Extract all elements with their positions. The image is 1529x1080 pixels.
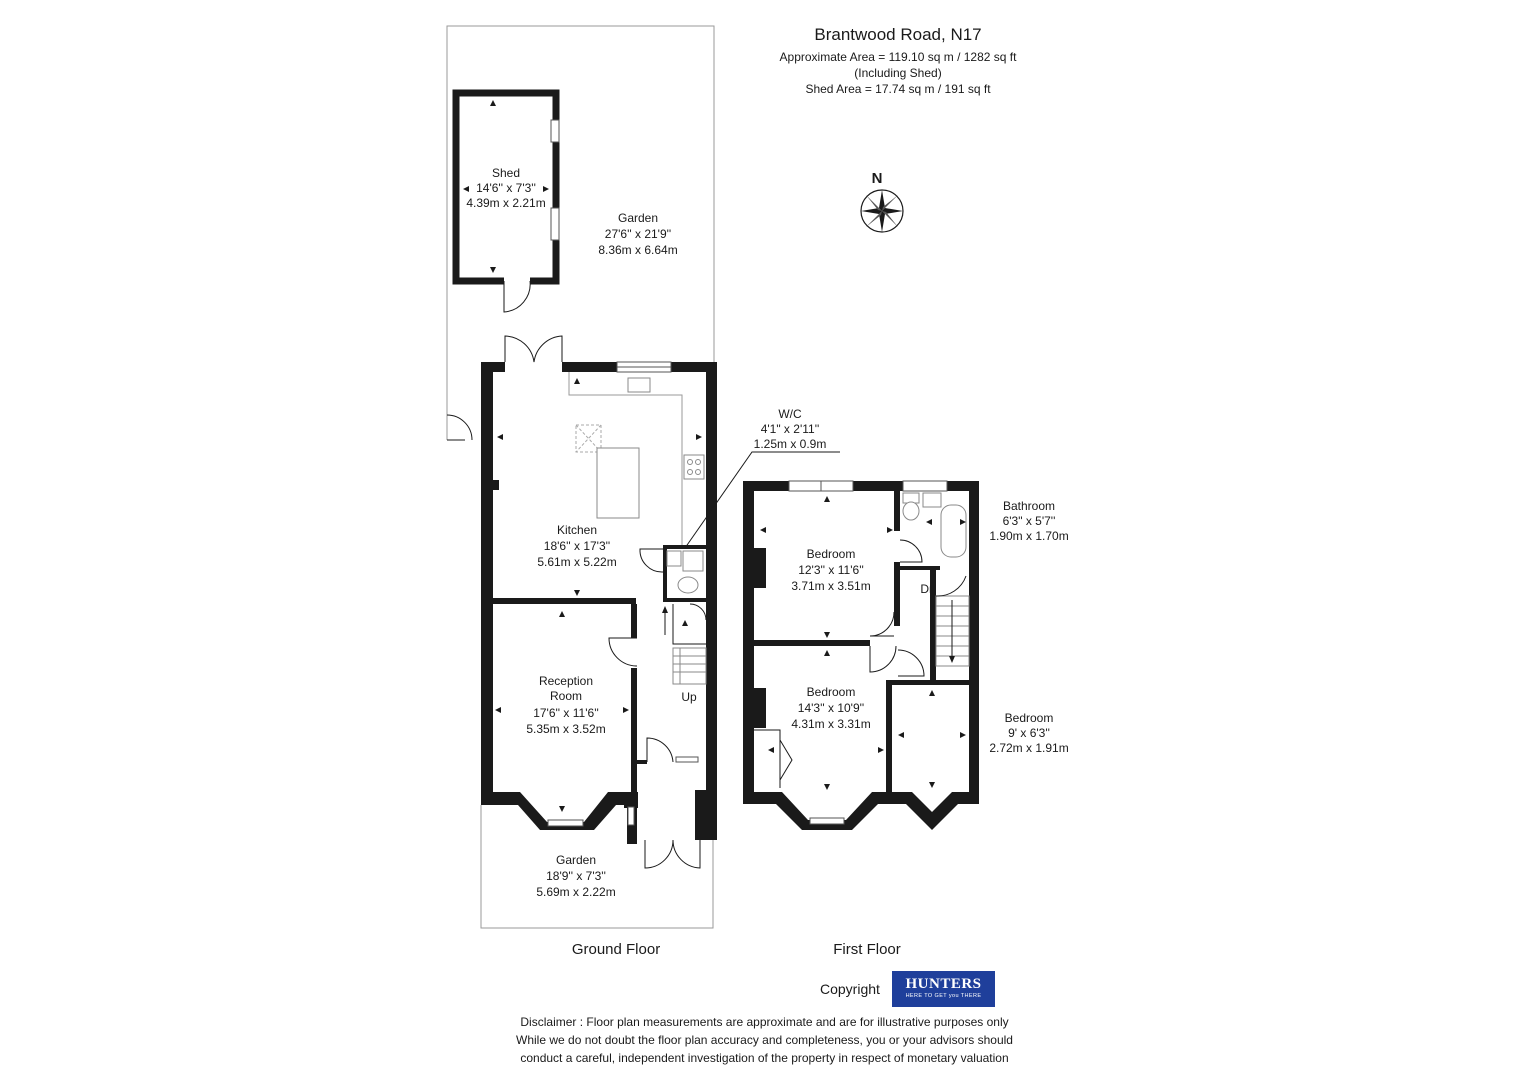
including-shed-note: (Including Shed) <box>854 66 941 80</box>
reception-dimension-arrows <box>495 611 629 812</box>
svg-text:14'3'' x 10'9'': 14'3'' x 10'9'' <box>798 701 864 715</box>
svg-text:18'6'' x 17'3'': 18'6'' x 17'3'' <box>544 539 610 553</box>
svg-text:5.69m x 2.22m: 5.69m x 2.22m <box>536 885 615 899</box>
reception-label: Reception Room 17'6'' x 11'6'' 5.35m x 3… <box>526 674 605 736</box>
bathroom-fixtures <box>902 492 967 558</box>
svg-text:4'1" x 2'11'': 4'1" x 2'11'' <box>761 422 820 436</box>
disclaimer: Disclaimer : Floor plan measurements are… <box>0 1013 1529 1067</box>
disclaimer-line: While we do not doubt the floor plan acc… <box>516 1033 1013 1047</box>
wc-label: W/C 4'1" x 2'11'' 1.25m x 0.9m <box>684 407 840 549</box>
svg-text:4.39m x 2.21m: 4.39m x 2.21m <box>466 196 545 210</box>
svg-text:1.90m x 1.70m: 1.90m x 1.70m <box>989 529 1068 543</box>
copyright-text: Copyright <box>820 981 880 997</box>
svg-text:6'3" x 5'7'': 6'3" x 5'7'' <box>1003 514 1056 528</box>
svg-text:Bedroom: Bedroom <box>1005 711 1054 725</box>
wc-walls <box>639 545 707 600</box>
svg-text:27'6'' x 21'9'': 27'6'' x 21'9'' <box>605 227 671 241</box>
kitchen-french-doors <box>504 335 563 363</box>
shed-dimension-arrows <box>463 100 549 273</box>
porch-window <box>627 806 635 826</box>
side-gate-door <box>446 414 473 441</box>
bedroom1-label: Bedroom 12'3'' x 11'6'' 3.71m x 3.51m <box>791 547 870 593</box>
bedroom2-label: Bedroom 14'3'' x 10'9'' 4.31m x 3.31m <box>791 685 870 731</box>
shed-walls <box>452 89 560 313</box>
stairs-up-label: Up <box>681 690 697 704</box>
rear-garden-label: Garden 27'6'' x 21'9'' 8.36m x 6.64m <box>598 211 677 257</box>
bedroom3-label: Bedroom 9' x 6'3'' 2.72m x 1.91m <box>989 711 1068 755</box>
front-doors <box>644 839 701 869</box>
logo-brand: HUNTERS <box>905 976 982 992</box>
compass-north-label: N <box>872 170 883 187</box>
disclaimer-line: Disclaimer : Floor plan measurements are… <box>520 1015 1009 1029</box>
kitchen-label: Kitchen 18'6'' x 17'3'' 5.61m x 5.22m <box>537 523 616 569</box>
rear-garden-boundary <box>446 25 715 440</box>
svg-text:9' x 6'3'': 9' x 6'3'' <box>1008 726 1050 740</box>
front-garden-label: Garden 18'9'' x 7'3'' 5.69m x 2.22m <box>536 853 615 899</box>
logo-tagline: HERE TO GET you THERE <box>905 993 982 999</box>
approximate-area: Approximate Area = 119.10 sq m / 1282 sq… <box>780 50 1018 64</box>
svg-text:Bedroom: Bedroom <box>807 547 856 561</box>
first-floor-dimension-arrows <box>760 496 966 790</box>
porch-inner-door <box>646 737 674 763</box>
first-floor-walls <box>743 480 979 830</box>
hunters-logo: HUNTERS HERE TO GET you THERE <box>892 971 995 1007</box>
compass-icon: N <box>860 170 904 233</box>
ground-floor-title: Ground Floor <box>572 941 660 958</box>
svg-text:4.31m x 3.31m: 4.31m x 3.31m <box>791 717 870 731</box>
svg-text:17'6'' x 11'6'': 17'6'' x 11'6'' <box>533 706 599 720</box>
svg-text:1.25m x 0.9m: 1.25m x 0.9m <box>754 437 827 451</box>
first-floor-doors <box>754 539 925 788</box>
property-address: Brantwood Road, N17 <box>814 25 981 44</box>
shed-label: Shed 14'6'' x 7'3'' 4.39m x 2.21m <box>466 166 545 210</box>
svg-text:W/C: W/C <box>778 407 802 421</box>
svg-text:5.35m x 3.52m: 5.35m x 3.52m <box>526 722 605 736</box>
reception-door <box>608 637 638 667</box>
svg-text:Garden: Garden <box>618 211 658 225</box>
front-garden-boundary <box>480 805 714 929</box>
svg-text:Shed: Shed <box>492 166 520 180</box>
svg-text:Bathroom: Bathroom <box>1003 499 1055 513</box>
stairs-down-label: Dn <box>920 582 935 596</box>
svg-text:2.72m x 1.91m: 2.72m x 1.91m <box>989 741 1068 755</box>
svg-text:3.71m x 3.51m: 3.71m x 3.51m <box>791 579 870 593</box>
svg-text:Kitchen: Kitchen <box>557 523 597 537</box>
svg-text:14'6'' x 7'3'': 14'6'' x 7'3'' <box>476 181 536 195</box>
kitchen-column <box>493 480 499 490</box>
hall-stairs: Up <box>662 598 707 704</box>
svg-text:Room: Room <box>550 689 582 703</box>
svg-text:12'3'' x 11'6'': 12'3'' x 11'6'' <box>798 563 864 577</box>
first-floor-stairs: Dn <box>920 575 970 667</box>
svg-text:18'9'' x 7'3'': 18'9'' x 7'3'' <box>546 869 606 883</box>
shed-area: Shed Area = 17.74 sq m / 191 sq ft <box>805 82 991 96</box>
svg-text:5.61m x 5.22m: 5.61m x 5.22m <box>537 555 616 569</box>
first-floor-title: First Floor <box>833 941 901 958</box>
svg-text:Garden: Garden <box>556 853 596 867</box>
svg-text:Reception: Reception <box>539 674 593 688</box>
porch-arrows <box>682 620 688 626</box>
bathroom-label: Bathroom 6'3" x 5'7'' 1.90m x 1.70m <box>989 499 1068 543</box>
kitchen-dimension-arrows <box>497 378 702 596</box>
kitchen-units <box>568 372 705 545</box>
disclaimer-line: conduct a careful, independent investiga… <box>520 1051 1009 1065</box>
svg-text:Bedroom: Bedroom <box>807 685 856 699</box>
svg-text:8.36m x 6.64m: 8.36m x 6.64m <box>598 243 677 257</box>
ground-floor-walls <box>481 361 717 844</box>
